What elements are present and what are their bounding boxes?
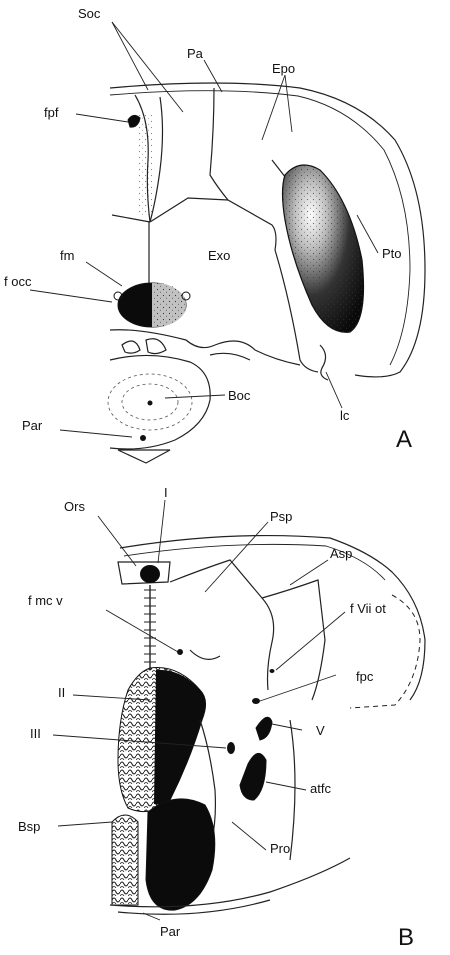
label-par-a: Par: [22, 418, 43, 433]
pro-right-suture: [290, 720, 295, 860]
leader-fmcv: [106, 610, 178, 652]
par-tip-a: [118, 450, 170, 463]
bsp-dark-lobe: [146, 799, 215, 910]
bsp-left-scribble: [112, 815, 138, 905]
label-pto: Pto: [382, 246, 402, 261]
leader-atfc: [266, 782, 306, 790]
label-i: I: [164, 485, 168, 500]
exo-top-suture: [150, 198, 228, 222]
label-ii: II: [58, 685, 65, 700]
leader-epo-2: [285, 75, 292, 132]
label-fviiot: f Vii ot: [350, 601, 386, 616]
optic-region-dark: [154, 670, 206, 805]
label-bsp: Bsp: [18, 819, 40, 834]
fpc-foramen: [252, 698, 260, 704]
soc-stipple: [138, 115, 152, 215]
panel-b-drawing: [53, 500, 425, 920]
leader-pa: [204, 60, 222, 92]
atfc-foramen: [240, 753, 266, 800]
boc-condyle: [110, 355, 210, 449]
label-lc: lc: [340, 408, 350, 423]
leader-pto: [357, 215, 378, 253]
label-soc: Soc: [78, 6, 101, 21]
par-dot-a: [140, 435, 146, 441]
panel-label-a: A: [396, 426, 412, 453]
leader-fm: [86, 262, 122, 286]
exo-lower-detail: [210, 353, 250, 360]
v-foramen: [256, 717, 272, 740]
label-ors: Ors: [64, 499, 85, 514]
boc-knob-right: [146, 339, 166, 354]
label-pa: Pa: [187, 46, 204, 61]
leader-soc-1: [112, 22, 148, 90]
leader-focc: [30, 290, 112, 302]
leader-psp: [205, 522, 268, 592]
label-par-b: Par: [160, 924, 181, 939]
leader-boc: [165, 395, 225, 398]
boc-center: [148, 401, 153, 406]
iii-foramen: [227, 742, 235, 754]
label-focc: f occ: [4, 274, 32, 289]
label-boc: Boc: [228, 388, 251, 403]
label-atfc: atfc: [310, 781, 331, 796]
leader-par-a: [60, 430, 132, 437]
leader-bsp: [58, 822, 112, 826]
label-fpc: fpc: [356, 669, 374, 684]
pa-suture: [210, 88, 276, 250]
pto-fenestra-stipple: [283, 165, 364, 332]
leader-fpc: [260, 675, 336, 701]
label-fm: fm: [60, 248, 74, 263]
label-fpf: fpf: [44, 105, 59, 120]
leader-v: [272, 724, 302, 730]
label-psp: Psp: [270, 509, 292, 524]
label-asp: Asp: [330, 546, 352, 561]
label-fmcv: f mc v: [28, 593, 63, 608]
outer-margin-a: [110, 83, 425, 377]
fmcv-notch: [190, 650, 220, 659]
label-exo: Exo: [208, 248, 230, 263]
panel-label-b: B: [398, 924, 414, 951]
leader-asp: [290, 560, 328, 585]
leader-fviiot: [276, 612, 345, 670]
label-pro: Pro: [270, 841, 290, 856]
leader-lc: [326, 372, 342, 408]
label-iii: III: [30, 726, 41, 741]
boc-knob-left: [122, 341, 140, 353]
label-v: V: [316, 723, 325, 738]
leader-pro: [232, 822, 266, 850]
exo-left-suture: [112, 215, 150, 222]
fm-light-stipple: [152, 283, 186, 327]
f-vii-ot-foramen: [270, 669, 275, 673]
leader-fpf: [76, 114, 128, 122]
leader-ors: [98, 516, 136, 566]
label-epo: Epo: [272, 61, 295, 76]
leader-soc-2: [112, 22, 183, 112]
leader-i: [158, 500, 165, 563]
psp-plate: [170, 560, 274, 690]
olfactory-foramen: [140, 565, 160, 583]
